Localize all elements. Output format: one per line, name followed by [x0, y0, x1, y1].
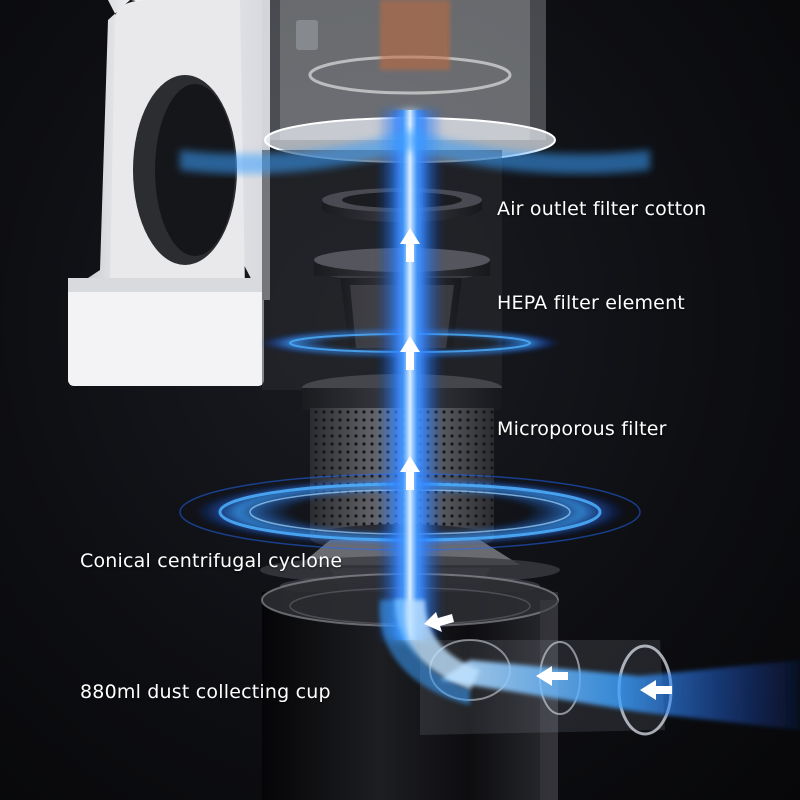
- label-conical-cyclone: Conical centrifugal cyclone: [80, 550, 343, 572]
- left-arrow-icon: [536, 666, 568, 686]
- label-microporous-filter: Microporous filter: [497, 418, 667, 440]
- left-arrow-icon: [424, 612, 454, 632]
- up-arrow-icons: [400, 228, 420, 490]
- inlet-airflow: [440, 660, 800, 730]
- up-arrow-icon: [400, 336, 420, 370]
- left-arrow-icon: [640, 680, 672, 700]
- label-hepa-filter-element: HEPA filter element: [497, 292, 685, 314]
- handle-housing: [68, 0, 270, 386]
- up-arrow-icon: [400, 228, 420, 262]
- outlet-airflow: [180, 130, 650, 174]
- label-dust-cup: 880ml dust collecting cup: [80, 681, 331, 703]
- left-arrow-icons: [424, 612, 672, 700]
- label-air-outlet-filter-cotton: Air outlet filter cotton: [497, 198, 707, 220]
- up-arrow-icon: [400, 456, 420, 490]
- main-airflow-beam: [378, 110, 480, 705]
